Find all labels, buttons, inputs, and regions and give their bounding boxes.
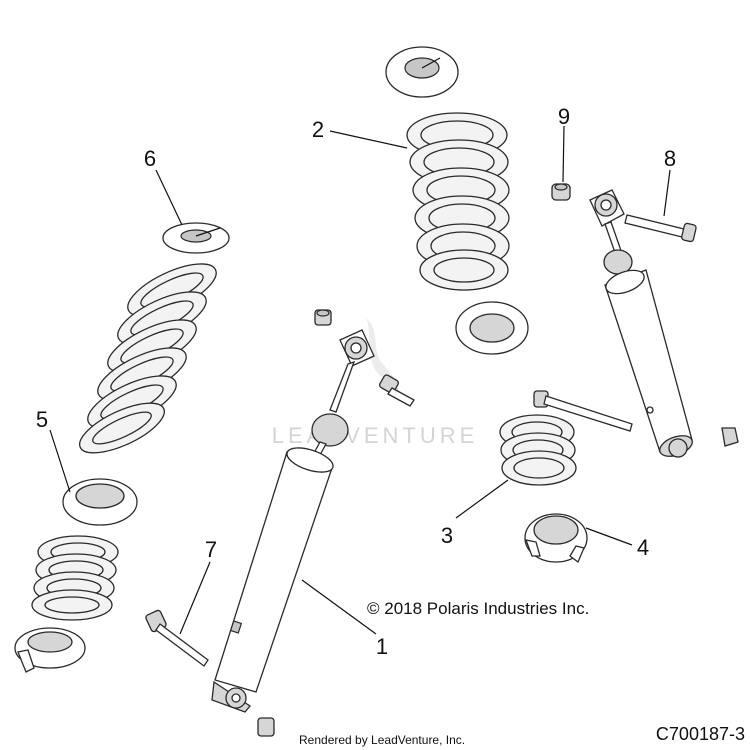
left-spring-seat [62,478,138,526]
callout-3: 3 [441,523,453,548]
upper-right-nut [551,183,571,201]
callout-5: 5 [36,407,48,432]
small-coil-spring-right [499,414,577,486]
callout-8: 8 [664,146,676,171]
right-bushing [721,427,739,447]
callout-1: 1 [376,634,388,659]
leader-9 [562,125,565,183]
callout-4: 4 [637,535,649,560]
right-shock-absorber [589,189,693,458]
copyright-notice: © 2018 Polaris Industries Inc. [367,599,589,618]
lower-spring-seat [14,627,86,673]
callout-9: 9 [558,104,570,129]
leader-4 [585,527,633,546]
callout-2: 2 [312,117,324,142]
upper-spring-retainer [385,46,459,98]
main-shock-absorber [211,309,375,737]
upper-right-bolt [624,214,697,243]
spring-retainer-ring [524,513,588,564]
callout-6: 6 [144,146,156,171]
leader-6 [155,169,183,226]
leader-1 [301,579,377,635]
small-coil-spring-left [31,535,119,621]
leader-5 [49,429,71,493]
leader-7 [179,561,211,635]
figure-code: C700187-3 [656,724,745,744]
middle-bolt [379,374,415,407]
watermark: LEADVENTURE [272,318,479,448]
left-spring-retainer [162,222,230,254]
long-bolt [533,390,633,432]
upper-spring-seat [455,301,529,355]
leader-3 [455,479,509,519]
upper-coil-spring [406,112,510,291]
leader-8 [663,169,671,217]
callout-7: 7 [205,537,217,562]
lower-left-bolt [145,609,209,667]
rendered-by-credit: Rendered by LeadVenture, Inc. [299,733,465,747]
leader-2 [329,130,408,149]
left-large-coil-spring [79,263,217,454]
watermark-text: LEADVENTURE [272,423,479,448]
